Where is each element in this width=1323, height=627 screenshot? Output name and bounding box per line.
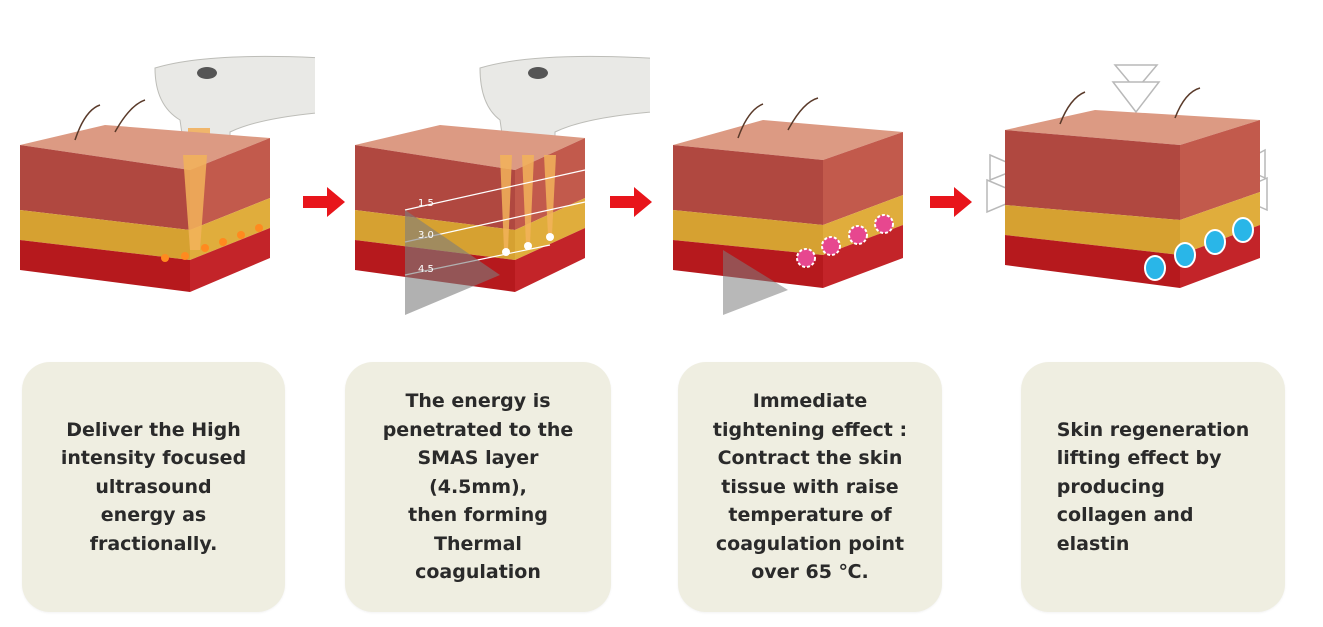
- depth-label-3: 4.5: [418, 264, 434, 275]
- collagen-points: [1144, 217, 1254, 281]
- step-3-description: Immediate tightening effect : Contract t…: [712, 390, 908, 584]
- depth-label-1: 1.5: [418, 198, 434, 209]
- stage-4-illustration: [985, 20, 1285, 330]
- skin-cube-1: [20, 55, 315, 292]
- step-2-description: The energy is penetrated to the SMAS lay…: [382, 390, 574, 584]
- step-4-card: Skin regeneration lifting effect by prod…: [1021, 362, 1285, 612]
- red-right-arrow-icon: [303, 187, 345, 217]
- step-3-card: Immediate tightening effect : Contract t…: [678, 362, 942, 612]
- process-illustrations: 1.5 3.0 4.5: [15, 20, 1285, 330]
- red-right-arrow-icon: [610, 187, 652, 217]
- skin-cube-4: [986, 64, 1268, 288]
- skin-cube-2: 1.5 3.0 4.5: [355, 55, 650, 315]
- step-1-description: Deliver the High intensity focused ultra…: [60, 418, 247, 555]
- red-right-arrow-icon: [930, 187, 972, 217]
- coagulation-points: [796, 214, 894, 268]
- stage-2-illustration: 1.5 3.0 4.5: [350, 20, 650, 330]
- step-2-card: The energy is penetrated to the SMAS lay…: [345, 362, 611, 612]
- ultrasound-handpiece-icon: [479, 55, 650, 156]
- step-1-card: Deliver the High intensity focused ultra…: [22, 362, 285, 612]
- step-4-description: Skin regeneration lifting effect by prod…: [1056, 418, 1250, 555]
- stage-1-illustration: [15, 20, 315, 330]
- skin-cube-3: [673, 97, 903, 315]
- depth-label-2: 3.0: [418, 230, 434, 241]
- stage-3-illustration: [668, 20, 968, 330]
